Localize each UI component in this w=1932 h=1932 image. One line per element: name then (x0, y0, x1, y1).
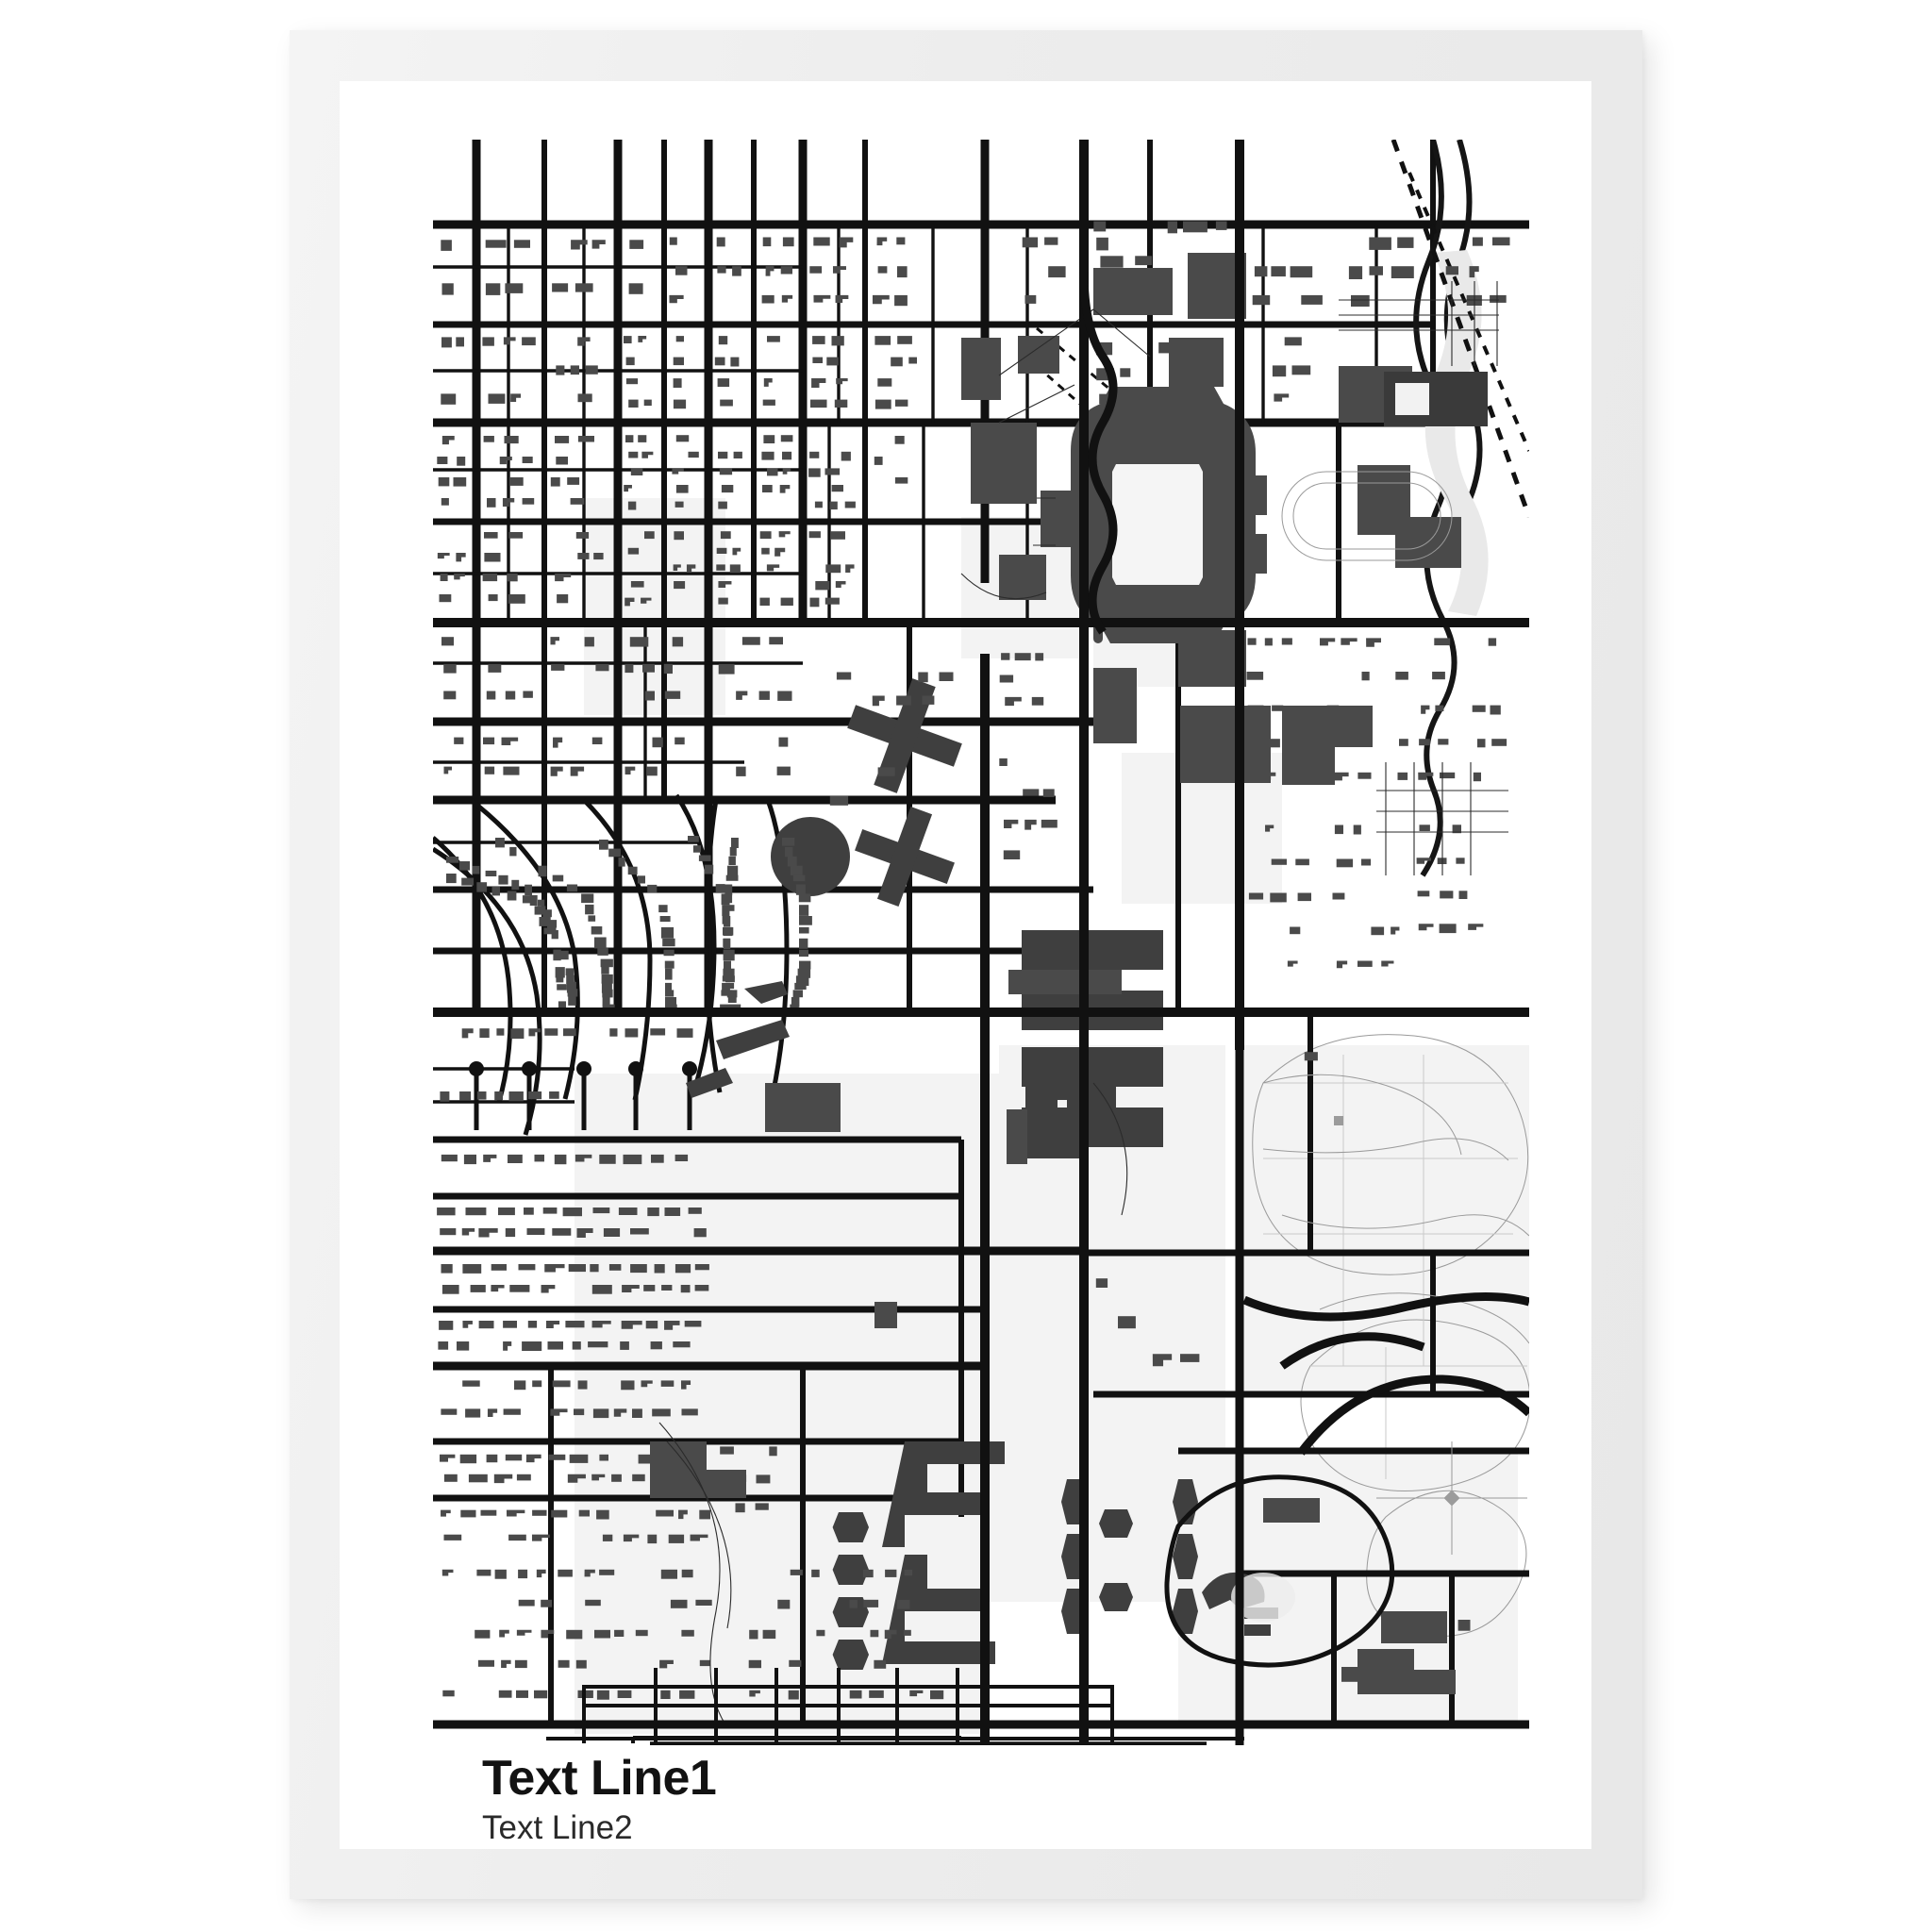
map-svg (433, 140, 1529, 1745)
park-loop-road (1242, 1292, 1529, 1456)
map-artwork (433, 140, 1529, 1745)
major-arterials (433, 140, 1529, 1745)
campus-walkways (658, 308, 1151, 1725)
river-bank (1424, 250, 1489, 616)
running-track (1281, 471, 1453, 561)
large-buildings (650, 253, 1488, 1694)
caption-line-2: Text Line2 (482, 1809, 633, 1847)
golf-markers (1334, 1116, 1460, 1507)
horseshoe-stadium (1033, 387, 1267, 643)
caption-block: Text Line1 Text Line2 (482, 1751, 1425, 1847)
rail-sidings (1339, 281, 1508, 875)
picture-frame: Text Line1 Text Line2 (290, 30, 1642, 1899)
caption-line-1: Text Line1 (482, 1751, 717, 1806)
c-shaped-buildings (882, 1441, 1005, 1664)
small-stadium (1164, 1474, 1395, 1668)
landmark-buildings (686, 678, 1198, 1670)
cul-de-sacs (469, 1061, 697, 1130)
poster-sheet: Text Line1 Text Line2 (340, 81, 1591, 1849)
